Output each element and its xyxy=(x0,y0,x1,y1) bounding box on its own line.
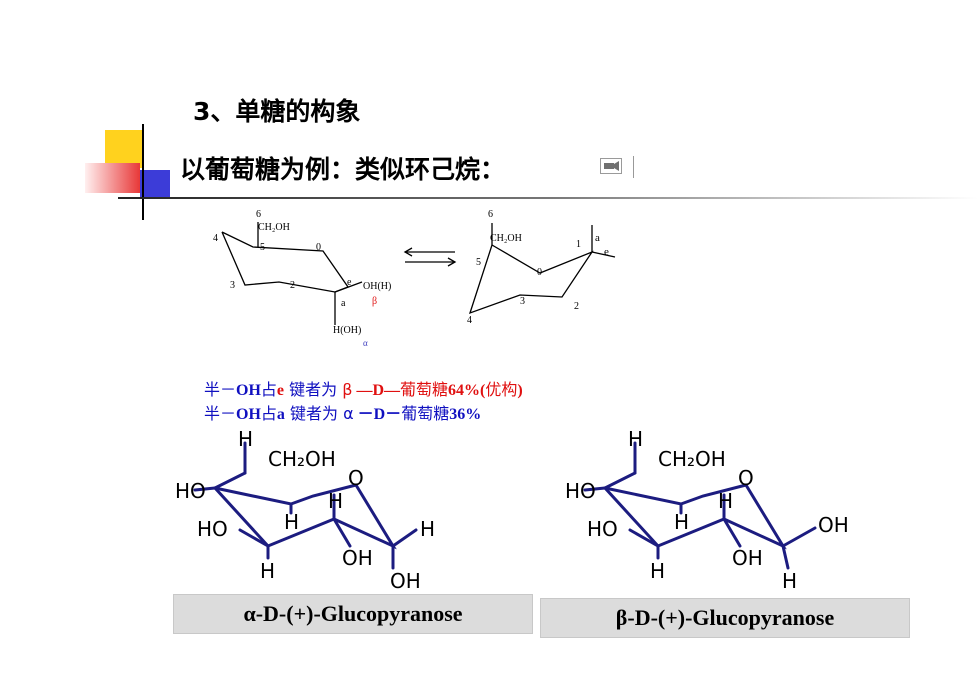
page-subtitle: 以葡萄糖为例：类似环己烷： xyxy=(180,155,506,184)
label-c1-right: 1 xyxy=(576,239,581,250)
beta-ho-lower: HO xyxy=(587,517,618,541)
label-c3-right: 3 xyxy=(520,296,525,307)
page-title: 3、单糖的构象 xyxy=(193,97,361,126)
label-c3: 3 xyxy=(230,280,235,291)
alpha-ho-upper: HO xyxy=(175,479,206,503)
label-a: a xyxy=(341,298,346,309)
alpha-ho-lower: HO xyxy=(197,517,228,541)
beta-oh-right: OH xyxy=(818,513,849,537)
label-c6: 6 xyxy=(256,209,261,220)
alpha-h-bottom: H xyxy=(260,559,275,583)
beta-h-c4: H xyxy=(718,489,733,513)
deco-horizontal-line xyxy=(118,197,978,199)
beta-h-top: H xyxy=(628,428,643,451)
beta-ch2oh: CH₂OH xyxy=(658,447,726,471)
alpha-oh-mid: OH xyxy=(342,546,373,570)
deco-red-block xyxy=(85,163,140,193)
caption-beta: β-D-(+)-Glucopyranose xyxy=(540,598,910,638)
deco-vertical-line xyxy=(142,124,144,220)
label-c5: 5 xyxy=(260,242,265,253)
label-alpha: α xyxy=(363,338,368,348)
alpha-h-top: H xyxy=(238,428,253,451)
alpha-oh-bottom: OH xyxy=(390,569,421,593)
label-ch2oh: CH₂OH xyxy=(258,222,290,233)
label-c2: 2 xyxy=(290,280,295,291)
beta-glucopyranose-structure: H CH₂OH O HO H H HO OH OH H H xyxy=(565,428,849,593)
alpha-h-c3: H xyxy=(284,510,299,534)
label-e-right: e xyxy=(604,246,609,258)
label-a-right: a xyxy=(595,232,600,244)
beta-oh-mid: OH xyxy=(732,546,763,570)
chair-conformation-diagram: 6 CH₂OH 4 5 0 3 2 e OH(H) a β H(OH) α 6 … xyxy=(213,209,616,348)
label-c2-right: 2 xyxy=(574,301,579,312)
caption-alpha: α-D-(+)-Glucopyranose xyxy=(173,594,533,634)
label-c6-right: 6 xyxy=(488,209,493,220)
beta-ring-o: O xyxy=(738,466,754,490)
media-icon[interactable] xyxy=(600,158,622,174)
label-ch2oh-right: CH₂OH xyxy=(490,233,522,244)
label-c5-right: 5 xyxy=(476,257,481,268)
label-c4: 4 xyxy=(213,233,218,244)
alpha-ch2oh: CH₂OH xyxy=(268,447,336,471)
beta-ho-upper: HO xyxy=(565,479,596,503)
label-ring-o-right: 0 xyxy=(537,267,542,278)
alpha-h-right: H xyxy=(420,517,435,541)
label-oh-h: OH(H) xyxy=(363,281,391,292)
beta-h-bottom: H xyxy=(650,559,665,583)
label-e: e xyxy=(347,277,352,288)
beta-h-c3: H xyxy=(674,510,689,534)
note-alpha: 半－OH占a 键者为 α －D－葡萄糖36% xyxy=(204,404,482,423)
deco-blue-block xyxy=(140,170,170,198)
label-beta: β xyxy=(372,296,377,307)
note-beta: 半－OH占e 键者为 β —D—葡萄糖64%(优构) xyxy=(204,380,523,399)
label-ring-o: 0 xyxy=(316,242,321,253)
alpha-glucopyranose-structure: H CH₂OH O HO H H HO H OH H OH xyxy=(175,428,435,593)
alpha-h-c4: H xyxy=(328,489,343,513)
beta-h-anomeric: H xyxy=(782,569,797,593)
icon-divider xyxy=(633,156,634,178)
alpha-ring-o: O xyxy=(348,466,364,490)
label-c4-right: 4 xyxy=(467,315,472,326)
deco-yellow-block xyxy=(105,130,143,168)
label-h-oh: H(OH) xyxy=(333,325,361,336)
